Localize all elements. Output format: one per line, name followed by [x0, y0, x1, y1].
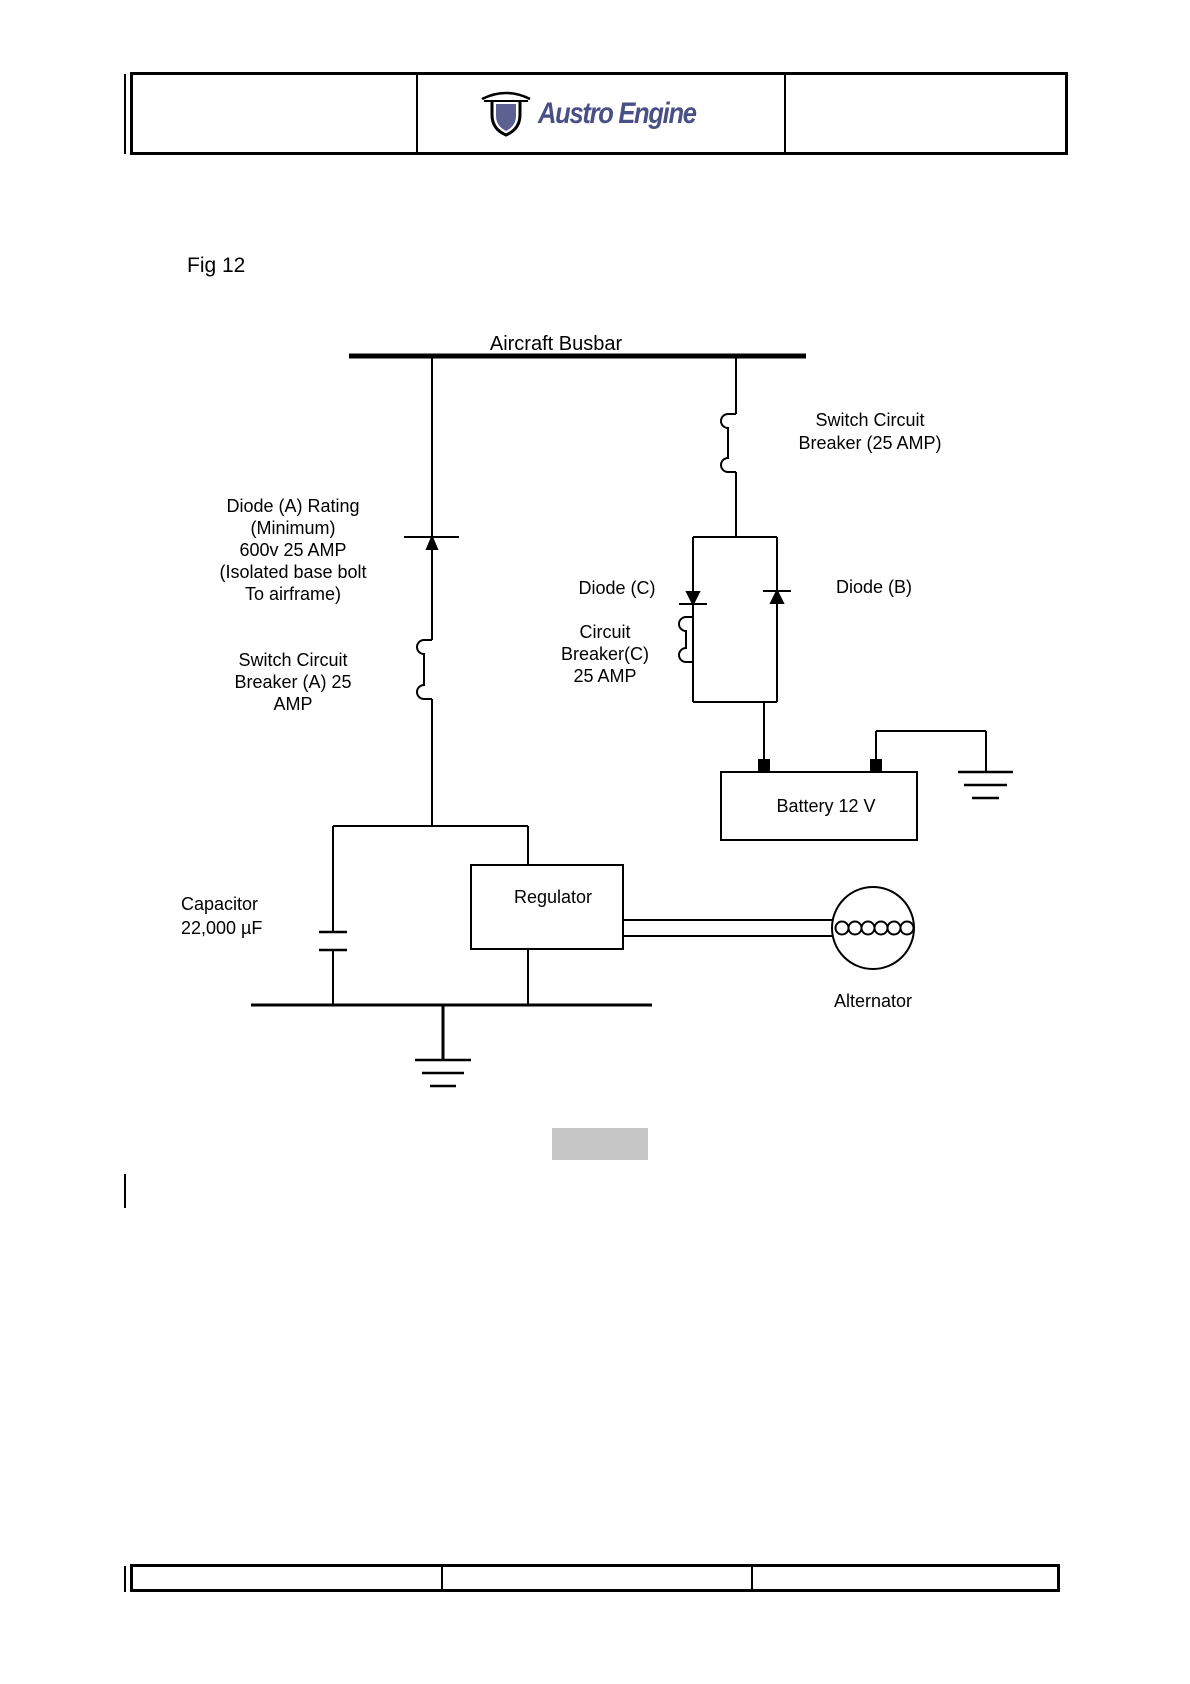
- diode-a-arrow-icon: [427, 537, 437, 549]
- gray-placeholder-block: [552, 1128, 648, 1160]
- switch-cb-a-label-3: AMP: [273, 694, 312, 714]
- diode-a-label-4: (Isolated base bolt: [219, 562, 366, 582]
- ground-left-icon: [415, 1060, 471, 1086]
- alternator-icon: [832, 887, 914, 969]
- diode-a-label-5: To airframe): [245, 584, 341, 604]
- circuit-breaker-c: [679, 617, 693, 662]
- footer-cell-left: [133, 1567, 443, 1589]
- capacitor-label-1: Capacitor: [181, 894, 258, 914]
- regulator-label: Regulator: [514, 887, 592, 907]
- switch-cb-right-label-1: Switch Circuit: [815, 410, 924, 430]
- diode-a-label-2: (Minimum): [251, 518, 336, 538]
- diode-c-arrow-icon: [687, 592, 699, 604]
- switch-cb-right-label-2: Breaker (25 AMP): [798, 433, 941, 453]
- battery-label: Battery 12 V: [776, 796, 875, 816]
- footer-table: [130, 1564, 1060, 1592]
- capacitor-label-2: 22,000 µF: [181, 918, 262, 938]
- battery-positive-terminal: [759, 760, 769, 772]
- regulator-box: [471, 865, 623, 949]
- switch-cb-a-label-1: Switch Circuit: [238, 650, 347, 670]
- battery-negative-terminal: [871, 760, 881, 772]
- footer-cell-right: [753, 1567, 1057, 1589]
- switch-cb-a-label-2: Breaker (A) 25: [234, 672, 351, 692]
- switch-circuit-breaker-right: [721, 414, 736, 472]
- diode-a-label-1: Diode (A) Rating: [226, 496, 359, 516]
- busbar-label: Aircraft Busbar: [490, 333, 623, 355]
- ground-right-icon: [958, 772, 1013, 798]
- cb-c-label-3: 25 AMP: [573, 666, 636, 686]
- cb-c-label-2: Breaker(C): [561, 644, 649, 664]
- diode-c-label: Diode (C): [578, 578, 655, 598]
- alternator-label: Alternator: [834, 991, 912, 1011]
- diode-b-label: Diode (B): [836, 577, 912, 597]
- diode-b-arrow-icon: [771, 591, 783, 603]
- diode-a-label-3: 600v 25 AMP: [239, 540, 346, 560]
- cb-c-label-1: Circuit: [579, 622, 630, 642]
- switch-circuit-breaker-a: [417, 640, 432, 699]
- footer-cell-middle: [443, 1567, 753, 1589]
